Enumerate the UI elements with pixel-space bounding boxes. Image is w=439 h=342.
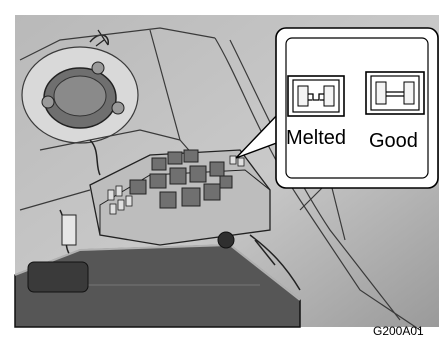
melted-label: Melted: [286, 128, 346, 148]
connector: [62, 215, 76, 245]
figure-code: G200A01: [373, 325, 424, 337]
good-fuse-icon: [366, 72, 424, 114]
melted-fuse-icon: [288, 76, 344, 116]
good-label: Good: [369, 131, 418, 151]
